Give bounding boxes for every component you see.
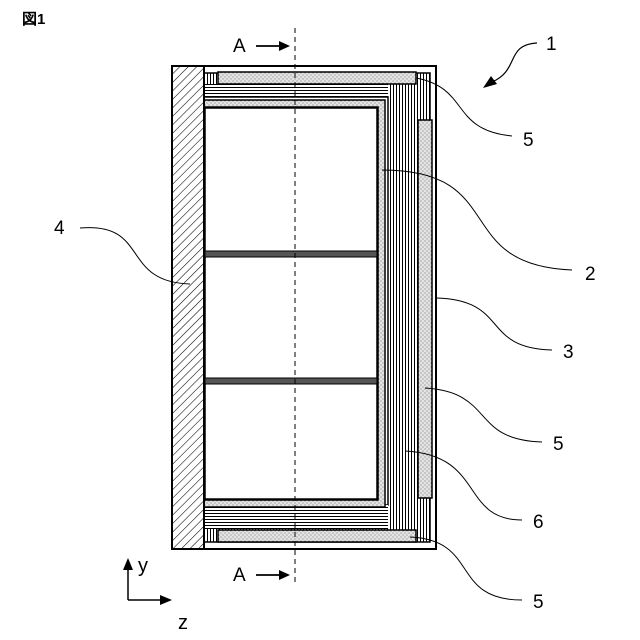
axis-z-arrowhead: [160, 595, 172, 605]
section-mark-top: A: [233, 36, 246, 57]
figure-title: 図1: [22, 11, 45, 28]
ref-label-2: 2: [585, 264, 596, 285]
section-mark-bottom: A: [233, 565, 246, 586]
cell-separator-lower: [205, 378, 377, 384]
section-arrow-top-head: [279, 41, 290, 51]
element-5-top: [218, 72, 416, 84]
ref-label-5-middle: 5: [553, 434, 564, 455]
plate-4: [172, 66, 204, 549]
axis-y-label: y: [138, 555, 148, 577]
leader-3: [436, 298, 552, 350]
ref-label-5-top: 5: [523, 130, 534, 151]
leader-1: [492, 43, 537, 82]
ref-label-5-bottom: 5: [533, 592, 544, 613]
ref-label-4: 4: [54, 218, 65, 239]
leader-5-middle: [425, 388, 542, 442]
element-5-bottom: [218, 530, 416, 542]
ref-label-6: 6: [533, 512, 544, 533]
leader-1-arrowhead: [483, 76, 497, 88]
cell-stack: [205, 108, 377, 499]
axis-z-label: z: [178, 612, 188, 634]
axis-y-arrowhead: [123, 558, 133, 570]
section-arrow-bottom-head: [279, 570, 290, 580]
ref-label-1: 1: [546, 34, 557, 55]
cell-separator-upper: [205, 251, 377, 257]
ref-label-3: 3: [563, 342, 574, 363]
